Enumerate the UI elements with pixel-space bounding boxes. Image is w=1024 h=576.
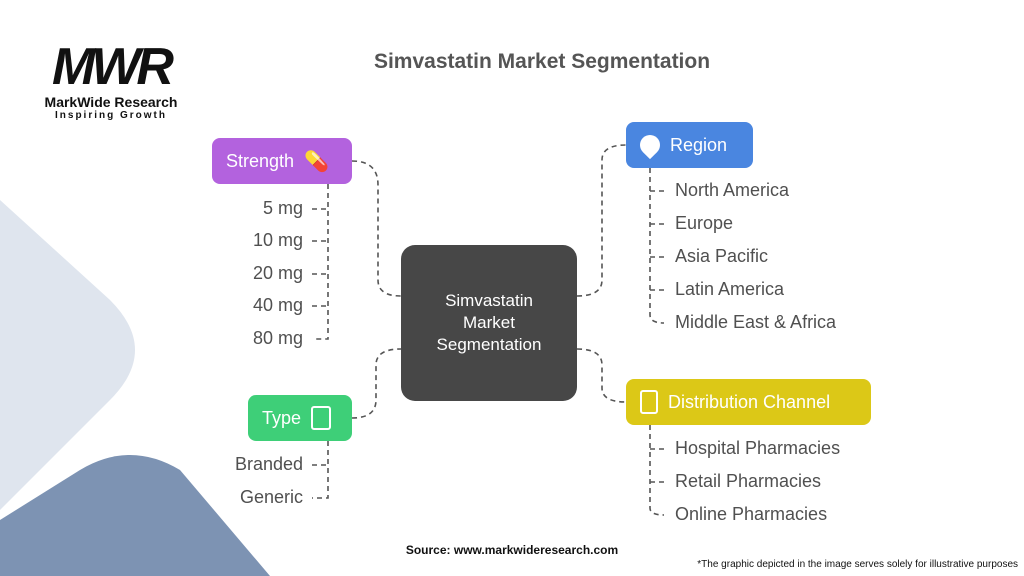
- pills-hand-icon: 💊: [304, 150, 329, 173]
- list-item: Middle East & Africa: [675, 312, 837, 332]
- list-item: 40 mg: [252, 295, 303, 315]
- list-item: Branded: [234, 454, 303, 474]
- distribution-node: Distribution Channel: [626, 379, 871, 425]
- list-item: Latin America: [675, 279, 785, 299]
- list-item: Europe: [675, 213, 734, 233]
- distribution-label: Distribution Channel: [668, 391, 831, 412]
- list-item: 80 mg: [252, 328, 303, 348]
- region-label: Region: [670, 134, 728, 155]
- page-title: Simvastatin Market Segmentation: [373, 50, 711, 73]
- logo-name: MarkWide Research: [44, 94, 178, 110]
- list-item: Generic: [239, 487, 303, 507]
- type-node: Type: [248, 395, 352, 441]
- strength-node: Strength 💊: [212, 138, 352, 184]
- list-item: 10 mg: [252, 230, 303, 250]
- document-icon: [311, 406, 332, 430]
- type-label: Type: [262, 407, 302, 428]
- list-item: North America: [675, 180, 790, 200]
- logo-tagline: Inspiring Growth: [55, 110, 167, 121]
- list-item: Online Pharmacies: [675, 504, 828, 524]
- connectors: [312, 144, 665, 516]
- footnote: *The graphic depicted in the image serve…: [697, 559, 1018, 570]
- list-item: Hospital Pharmacies: [675, 438, 841, 458]
- logo-mark: MWR: [52, 38, 174, 96]
- logo: MWR MarkWide Research Inspiring Growth: [36, 40, 186, 121]
- source-text: Source: www.markwideresearch.com: [405, 543, 619, 557]
- list-item: 5 mg: [262, 198, 303, 218]
- megaphone-document-icon: [640, 390, 658, 414]
- list-item: Asia Pacific: [675, 246, 769, 266]
- location-gear-icon: [635, 130, 665, 160]
- list-item: 20 mg: [252, 263, 303, 283]
- strength-label: Strength: [226, 150, 295, 171]
- list-item: Retail Pharmacies: [675, 471, 822, 491]
- center-node: Simvastatin Market Segmentation: [401, 245, 577, 401]
- region-node: Region: [626, 122, 753, 168]
